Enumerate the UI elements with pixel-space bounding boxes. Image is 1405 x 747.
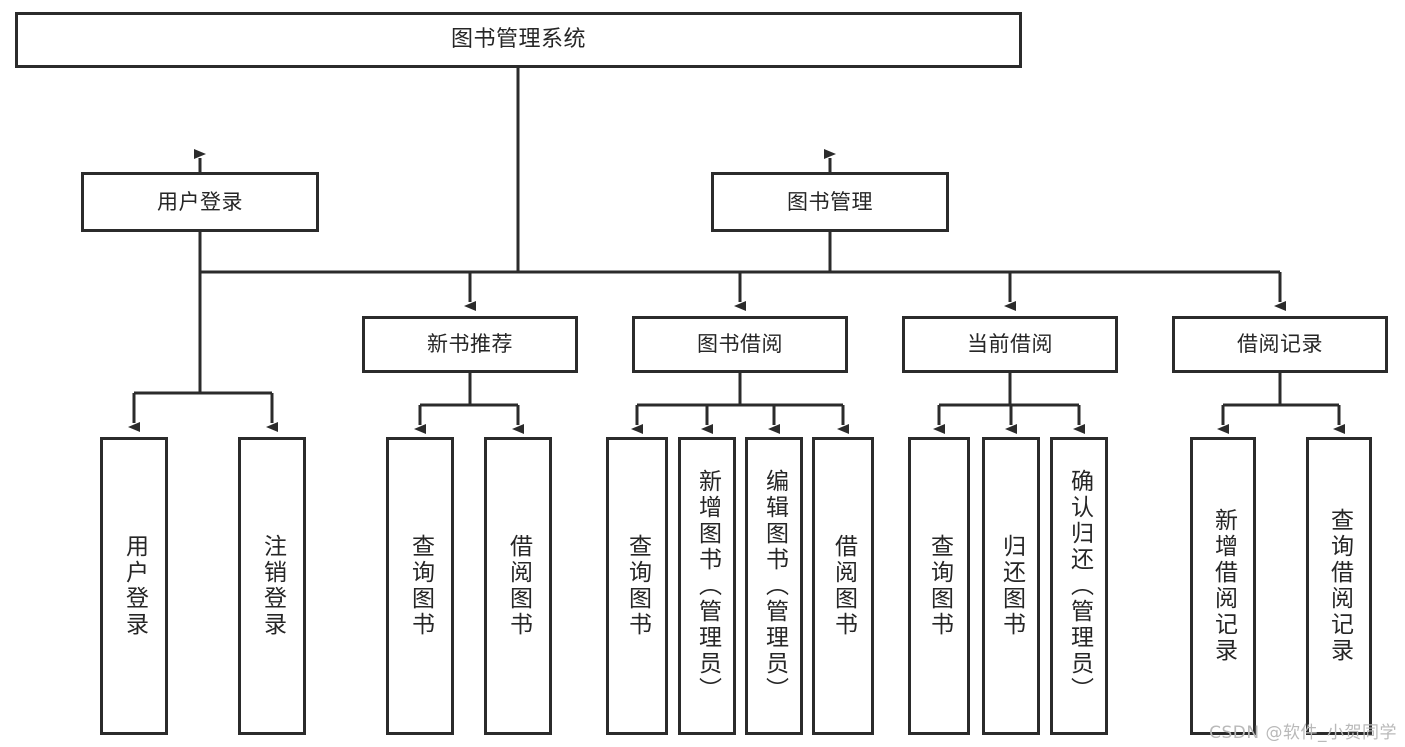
node-leaf-edit-book[interactable]: 编辑图书（管理员） bbox=[745, 437, 803, 735]
node-label: 借阅图书 bbox=[830, 534, 857, 638]
node-label: 新书推荐 bbox=[427, 332, 513, 357]
node-label: 归还图书 bbox=[998, 534, 1025, 638]
node-leaf-user-login[interactable]: 用户登录 bbox=[100, 437, 168, 735]
node-label: 查询图书 bbox=[926, 534, 953, 638]
node-label: 用户登录 bbox=[157, 189, 243, 214]
node-label: 借阅记录 bbox=[1237, 332, 1323, 357]
node-root-system[interactable]: 图书管理系统 bbox=[15, 12, 1022, 68]
node-label: 用户登录 bbox=[121, 534, 148, 638]
node-label: 编辑图书（管理员） bbox=[761, 469, 788, 703]
node-leaf-query-book-1[interactable]: 查询图书 bbox=[386, 437, 454, 735]
node-label: 查询图书 bbox=[407, 534, 434, 638]
node-label: 确认归还（管理员） bbox=[1066, 469, 1093, 703]
node-label: 图书借阅 bbox=[697, 332, 783, 357]
node-leaf-query-record[interactable]: 查询借阅记录 bbox=[1306, 437, 1372, 735]
node-leaf-add-book[interactable]: 新增图书（管理员） bbox=[678, 437, 736, 735]
node-leaf-confirm-return[interactable]: 确认归还（管理员） bbox=[1050, 437, 1108, 735]
node-leaf-borrow-book-1[interactable]: 借阅图书 bbox=[484, 437, 552, 735]
node-current-borrow[interactable]: 当前借阅 bbox=[902, 316, 1118, 373]
node-leaf-add-record[interactable]: 新增借阅记录 bbox=[1190, 437, 1256, 735]
node-leaf-query-book-3[interactable]: 查询图书 bbox=[908, 437, 970, 735]
node-leaf-logout[interactable]: 注销登录 bbox=[238, 437, 306, 735]
node-label: 图书管理系统 bbox=[450, 27, 586, 53]
node-label: 查询图书 bbox=[624, 534, 651, 638]
node-label: 借阅图书 bbox=[505, 534, 532, 638]
node-label: 新增图书（管理员） bbox=[694, 469, 721, 703]
node-book-borrow[interactable]: 图书借阅 bbox=[632, 316, 848, 373]
node-label: 当前借阅 bbox=[967, 332, 1053, 357]
node-book-manage[interactable]: 图书管理 bbox=[711, 172, 949, 232]
node-leaf-query-book-2[interactable]: 查询图书 bbox=[606, 437, 668, 735]
node-leaf-borrow-book-2[interactable]: 借阅图书 bbox=[812, 437, 874, 735]
node-new-book-rec[interactable]: 新书推荐 bbox=[362, 316, 578, 373]
node-user-login[interactable]: 用户登录 bbox=[81, 172, 319, 232]
watermark-text: CSDN @软件_小贺同学 bbox=[1209, 723, 1397, 743]
node-label: 新增借阅记录 bbox=[1210, 508, 1237, 664]
node-leaf-return-book[interactable]: 归还图书 bbox=[982, 437, 1040, 735]
node-label: 查询借阅记录 bbox=[1326, 508, 1353, 664]
node-label: 注销登录 bbox=[259, 534, 286, 638]
node-label: 图书管理 bbox=[787, 189, 873, 214]
node-borrow-record[interactable]: 借阅记录 bbox=[1172, 316, 1388, 373]
